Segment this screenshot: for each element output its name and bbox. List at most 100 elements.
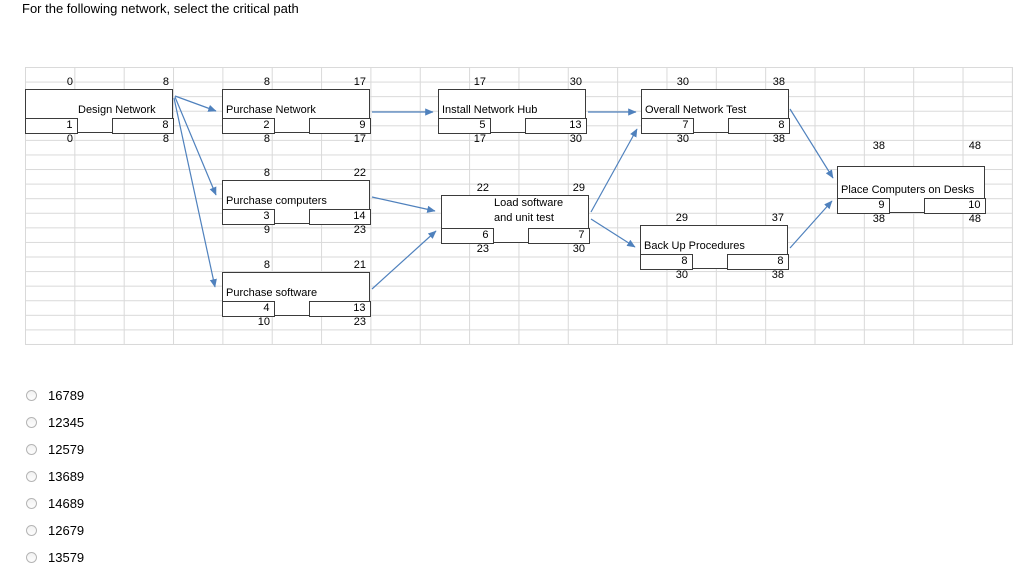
activity-label: Back Up Procedures xyxy=(644,240,745,252)
activity-number: 3 xyxy=(221,208,275,225)
activity-node-design-network: 0 8 Design Network 1 8 0 8 xyxy=(24,76,174,146)
option-label: 12679 xyxy=(48,523,85,538)
answer-option-12345[interactable]: 12345 xyxy=(26,409,84,436)
early-finish: 30 xyxy=(569,76,582,88)
early-finish: 8 xyxy=(162,76,169,88)
early-start: 8 xyxy=(263,76,270,88)
late-finish: 17 xyxy=(353,133,366,145)
radio-button[interactable] xyxy=(26,444,37,455)
activity-duration: 10 xyxy=(923,197,986,214)
early-start: 38 xyxy=(872,140,885,152)
activity-box: Purchase computers 3 14 xyxy=(221,180,371,225)
answer-option-12679[interactable]: 12679 xyxy=(26,517,84,544)
radio-button[interactable] xyxy=(26,498,37,509)
activity-node-install-network-hub: 17 30 Install Network Hub 5 13 17 30 xyxy=(437,76,587,146)
activity-box: Place Computers on Desks 9 10 xyxy=(836,166,986,214)
late-start: 30 xyxy=(676,133,689,145)
activity-label: Purchase Network xyxy=(226,104,316,116)
activity-node-overall-network-test: 30 38 Overall Network Test 7 8 30 38 xyxy=(640,76,790,146)
answer-option-14689[interactable]: 14689 xyxy=(26,490,84,517)
early-start: 30 xyxy=(676,76,689,88)
activity-number: 2 xyxy=(221,117,275,134)
activity-box: Install Network Hub 5 13 xyxy=(437,89,587,134)
activity-node-purchase-network: 8 17 Purchase Network 2 9 8 17 xyxy=(221,76,371,146)
late-finish: 23 xyxy=(353,316,366,328)
late-finish: 38 xyxy=(771,269,784,281)
option-label: 13689 xyxy=(48,469,85,484)
activity-label: Design Network xyxy=(78,104,156,116)
radio-button[interactable] xyxy=(26,390,37,401)
activity-number: 9 xyxy=(836,197,890,214)
late-start: 30 xyxy=(675,269,688,281)
early-finish: 21 xyxy=(353,259,366,271)
activity-duration: 14 xyxy=(308,208,371,225)
option-label: 16789 xyxy=(48,388,85,403)
activity-label: Load software and unit test xyxy=(494,197,564,224)
late-start: 9 xyxy=(263,224,270,236)
early-finish: 22 xyxy=(353,167,366,179)
option-label: 12579 xyxy=(48,442,85,457)
activity-number: 4 xyxy=(221,300,275,317)
activity-node-back-up-procedures: 29 37 Back Up Procedures 8 8 30 38 xyxy=(639,212,789,282)
late-start: 38 xyxy=(872,213,885,225)
option-label: 13579 xyxy=(48,550,85,563)
early-start: 22 xyxy=(476,182,489,194)
activity-label: Install Network Hub xyxy=(442,104,538,116)
answer-options: 16789 12345 12579 13689 14689 12679 1357… xyxy=(26,382,84,563)
radio-button[interactable] xyxy=(26,471,37,482)
late-finish: 30 xyxy=(569,133,582,145)
late-finish: 23 xyxy=(353,224,366,236)
activity-duration: 7 xyxy=(527,227,590,244)
early-start: 8 xyxy=(263,259,270,271)
option-label: 14689 xyxy=(48,496,85,511)
activity-duration: 8 xyxy=(726,253,789,270)
late-finish: 38 xyxy=(772,133,785,145)
early-finish: 17 xyxy=(353,76,366,88)
activity-number: 1 xyxy=(24,117,78,134)
answer-option-12579[interactable]: 12579 xyxy=(26,436,84,463)
early-finish: 37 xyxy=(771,212,784,224)
activity-number: 5 xyxy=(437,117,491,134)
radio-button[interactable] xyxy=(26,525,37,536)
activity-number: 6 xyxy=(440,227,494,244)
activity-duration: 8 xyxy=(111,117,174,134)
activity-number: 8 xyxy=(639,253,693,270)
radio-button[interactable] xyxy=(26,417,37,428)
activity-label: Purchase software xyxy=(226,287,318,299)
late-finish: 48 xyxy=(968,213,981,225)
activity-box: Design Network 1 8 xyxy=(24,89,174,134)
question-title: For the following network, select the cr… xyxy=(22,1,299,16)
late-finish: 8 xyxy=(162,133,169,145)
activity-duration: 13 xyxy=(524,117,587,134)
activity-label: Overall Network Test xyxy=(645,104,747,116)
activity-label: Purchase computers xyxy=(226,195,327,207)
early-start: 17 xyxy=(473,76,486,88)
activity-label: Place Computers on Desks xyxy=(841,184,975,196)
late-finish: 30 xyxy=(572,243,585,255)
activity-node-place-computers-on-desks: 38 48 Place Computers on Desks 9 10 38 48 xyxy=(836,140,986,226)
activity-box: Back Up Procedures 8 8 xyxy=(639,225,789,270)
answer-option-13579[interactable]: 13579 xyxy=(26,544,84,563)
late-start: 0 xyxy=(66,133,73,145)
early-start: 29 xyxy=(675,212,688,224)
early-finish: 29 xyxy=(572,182,585,194)
answer-option-16789[interactable]: 16789 xyxy=(26,382,84,409)
activity-box: Overall Network Test 7 8 xyxy=(640,89,790,134)
activity-box: Load software and unit test 6 7 xyxy=(440,195,590,244)
activity-number: 7 xyxy=(640,117,694,134)
late-start: 8 xyxy=(263,133,270,145)
activity-box: Purchase software 4 13 xyxy=(221,272,371,317)
late-start: 17 xyxy=(473,133,486,145)
activity-duration: 8 xyxy=(727,117,790,134)
early-start: 0 xyxy=(66,76,73,88)
early-finish: 38 xyxy=(772,76,785,88)
early-finish: 48 xyxy=(968,140,981,152)
answer-option-13689[interactable]: 13689 xyxy=(26,463,84,490)
activity-duration: 13 xyxy=(308,300,371,317)
activity-duration: 9 xyxy=(308,117,371,134)
radio-button[interactable] xyxy=(26,552,37,563)
